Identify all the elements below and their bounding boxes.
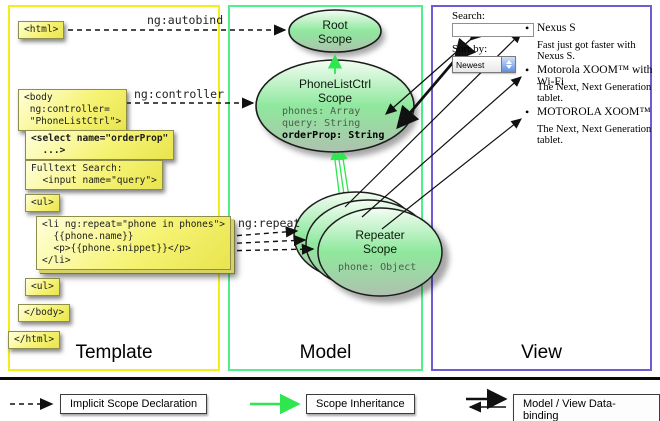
list-item-desc: Fast just got faster with Nexus S.: [537, 40, 636, 62]
repeater-scope-prop-phone: phone: Object: [338, 262, 417, 273]
code-box-html-close: </html>: [8, 331, 61, 349]
code-box-ul-open: <ul>: [25, 194, 60, 212]
phonelist-scope-prop-phones: phones: Array: [282, 106, 361, 117]
code-box-html-open: <html>: [18, 21, 65, 39]
code-box-body-open: <body ng:controller= "PhoneListCtrl">: [18, 89, 128, 131]
binding-arrow-orderprop: [396, 37, 477, 130]
repeater-scope-title: Repeater Scope: [355, 228, 405, 257]
legend-separator: [0, 377, 660, 380]
phonelist-scope-prop-orderprop: orderProp: String: [282, 130, 385, 141]
list-item-name: Nexus S: [525, 21, 576, 36]
label-ng-repeat: ng:repeat: [238, 216, 301, 230]
legend-implicit-scope: Implicit Scope Declaration: [60, 394, 208, 414]
sort-dropdown[interactable]: Newest: [452, 56, 516, 73]
repeater-scope-ellipse-front: [317, 207, 443, 297]
legend-double-arrow-icon: [466, 388, 508, 413]
code-box-ul-close: <ul>: [25, 278, 60, 296]
sort-dropdown-value: Newest: [456, 59, 485, 70]
model-column-title: Model: [299, 342, 352, 363]
implicit-scope-arrows: [68, 24, 315, 255]
search-input[interactable]: [452, 23, 534, 37]
dropdown-stepper-icon: [501, 57, 515, 72]
label-ng-autobind: ng:autobind: [147, 13, 224, 27]
list-item-name: MOTOROLA XOOM™: [525, 105, 651, 120]
code-box-fulltext-search: Fulltext Search: <input name="query">: [25, 160, 163, 190]
code-box-body-close: </body>: [18, 304, 71, 322]
legend-model-view-databinding: Model / View Data-binding: [513, 394, 660, 421]
list-item-name: Motorola XOOM™ with Wi-Fi: [525, 63, 660, 88]
phonelist-scope-prop-query: query: String: [282, 118, 361, 129]
label-ng-controller: ng:controller: [134, 87, 225, 101]
root-scope-ellipse: [288, 9, 382, 53]
list-item-desc: The Next, Next Generation tablet.: [537, 124, 652, 146]
code-box-li-repeat: <li ng:repeat="phone in phones"> {{phone…: [36, 216, 232, 270]
sort-by-label: Sort by:: [452, 43, 488, 55]
view-column-title: View: [521, 342, 562, 363]
search-label: Search:: [452, 10, 485, 22]
list-item-desc: The Next, Next Generation tablet.: [537, 82, 652, 104]
code-box-select: <select name="orderProp" ...>: [25, 130, 175, 160]
phonelist-scope-title: PhoneListCtrl Scope: [298, 77, 372, 106]
template-column-title: Template: [75, 342, 153, 363]
root-scope-title: Root Scope: [317, 18, 353, 47]
legend-scope-inheritance: Scope Inheritance: [306, 394, 415, 414]
